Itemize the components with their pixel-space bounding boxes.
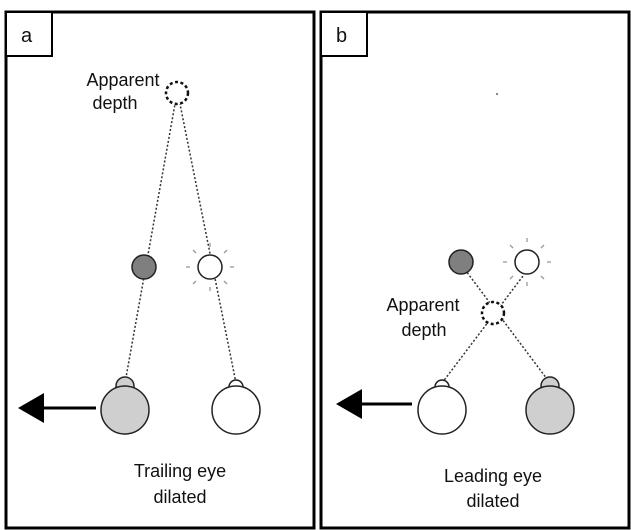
panel-a-apparent-depth-marker — [164, 80, 190, 106]
panel-a-caption-line1: Trailing eye — [134, 461, 226, 481]
panel-b-caption-line2: dilated — [466, 491, 519, 511]
panel-a-tag: a — [21, 25, 33, 47]
panel-b-apparent-label-line2: depth — [401, 320, 446, 340]
panel-a-right-eye — [211, 379, 261, 435]
panel-a-frame — [4, 10, 316, 530]
panel-a: Apparent depth — [18, 70, 261, 507]
panel-a-bright-object — [186, 243, 234, 291]
panel-b-right-eye-dilated — [525, 376, 575, 435]
panel-b-tag-box — [320, 11, 368, 57]
panel-b-motion-arrow — [336, 389, 412, 419]
panel-a-ray-right — [179, 103, 237, 384]
panel-b-bright-object — [503, 238, 551, 286]
panel-b-dark-object — [448, 249, 474, 275]
panel-b-left-eye — [417, 379, 467, 435]
panel-a-caption-line2: dilated — [153, 487, 206, 507]
panel-a-left-eye-dilated — [100, 376, 150, 435]
panel-a-ray-left — [124, 103, 176, 384]
panel-b-apparent-depth-marker — [480, 300, 506, 326]
panel-b-apparent-label-line1: Apparent — [386, 295, 459, 315]
panel-b: Apparent depth — [336, 93, 575, 511]
panel-b-ray-right — [465, 270, 551, 384]
panel-b-frame — [319, 10, 631, 530]
panel-a-apparent-label-line2: depth — [92, 93, 137, 113]
panel-b-caption-line1: Leading eye — [444, 466, 542, 486]
panel-a-motion-arrow — [18, 393, 96, 423]
panel-b-speck — [496, 93, 498, 95]
panel-a-apparent-label-line1: Apparent — [86, 70, 159, 90]
panel-b-tag: b — [336, 25, 347, 47]
panel-a-dark-object — [131, 254, 157, 280]
panel-a-tag-box — [5, 11, 53, 57]
